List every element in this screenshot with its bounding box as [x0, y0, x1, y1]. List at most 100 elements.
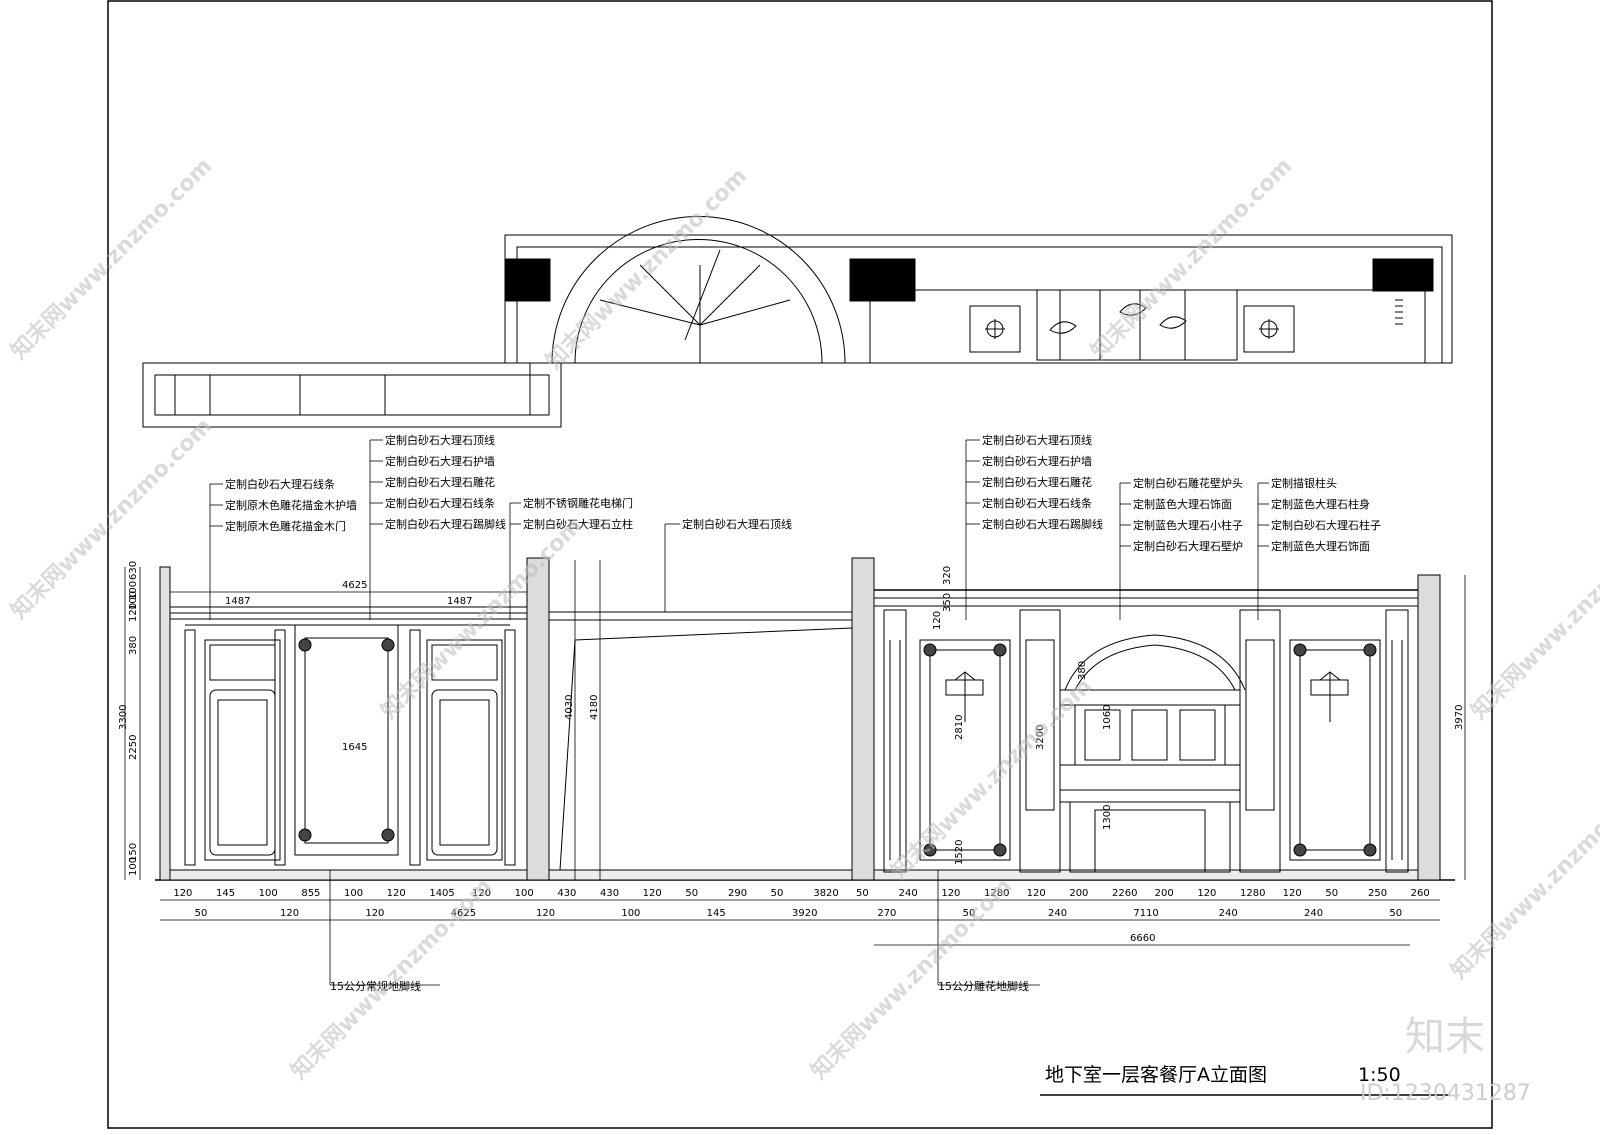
dimension-value: 50: [1389, 908, 1402, 919]
dimension-value: 100: [344, 888, 363, 899]
column-block-3: [1372, 258, 1434, 292]
dimension-value: 4625: [342, 580, 367, 591]
callout-label: 定制描银柱头: [1271, 476, 1337, 490]
watermark-text: 知末网www.znzmo.com: [541, 163, 752, 374]
dimension-value: 50: [685, 888, 698, 899]
callout-label: 定制蓝色大理石饰面: [1271, 539, 1370, 553]
dimension-value-vertical: 3970: [1454, 705, 1465, 730]
dimension-value: 120: [472, 888, 491, 899]
dimension-value: 855: [301, 888, 320, 899]
dimension-value: 240: [899, 888, 918, 899]
dimension-value-vertical: 100: [128, 591, 139, 610]
dimension-value-vertical: 1520: [954, 840, 965, 865]
callout-label: 定制白砂石大理石线条: [982, 496, 1092, 510]
dimension-value: 250: [1368, 888, 1387, 899]
callout-label: 定制白砂石大理石线条: [385, 496, 495, 510]
callout-label: 定制蓝色大理石柱身: [1271, 497, 1370, 511]
callout-label: 定制原木色雕花描金木护墙: [225, 498, 357, 512]
dimension-value-vertical: 380: [128, 636, 139, 655]
dimension-value: 6660: [1130, 933, 1155, 944]
watermark-text: 知末网www.znzmo.com: [6, 413, 217, 624]
callout-label: 定制白砂石大理石顶线: [385, 433, 495, 447]
dimension-value: 1487: [225, 596, 250, 607]
dimension-value: 120: [365, 908, 384, 919]
dimension-value: 3920: [792, 908, 817, 919]
callout-label: 定制白砂石大理石壁炉: [1133, 539, 1243, 553]
callout-label: 定制白砂石大理石雕花: [385, 475, 495, 489]
dimension-lines: [124, 560, 1466, 1096]
dimension-value-vertical: 2250: [128, 735, 139, 760]
callouts: 定制白砂石大理石线条定制原木色雕花描金木护墙定制原木色雕花描金木门定制白砂石大理…: [209, 433, 1381, 993]
plan-view: [142, 216, 1453, 428]
callout-label: 定制白砂石大理石柱子: [1271, 518, 1381, 532]
callout-label: 定制白砂石大理石踢脚线: [982, 517, 1103, 531]
dimension-value-vertical: 150: [128, 843, 139, 862]
wall-section-right: [1417, 574, 1441, 881]
dimension-value-vertical: 4180: [589, 695, 600, 720]
dimension-value: 100: [259, 888, 278, 899]
dimension-value-vertical: 350: [942, 593, 953, 612]
dimension-value: 2260: [1112, 888, 1137, 899]
watermark-text: 知末网www.znzmo.com: [886, 673, 1097, 884]
watermark-id: ID:1230431287: [1360, 1081, 1531, 1106]
dimension-value: 7110: [1133, 908, 1158, 919]
dimension-value: 430: [557, 888, 576, 899]
dimension-value-vertical: 120: [128, 603, 139, 622]
dimension-value: 200: [1069, 888, 1088, 899]
callout-label: 定制白砂石大理石护墙: [385, 454, 495, 468]
column-block-2: [849, 258, 916, 302]
dimension-value-vertical: 320: [942, 566, 953, 585]
callout-label: 定制白砂石大理石雕花: [982, 475, 1092, 489]
callout-label: 定制白砂石大理石顶线: [982, 433, 1092, 447]
dimension-value: 145: [216, 888, 235, 899]
callout-label: 定制白砂石大理石线条: [225, 477, 335, 491]
drawing-scale: 1:50: [1358, 1064, 1401, 1086]
dimension-value: 1280: [984, 888, 1009, 899]
dimension-value: 100: [515, 888, 534, 899]
dimension-value: 50: [856, 888, 869, 899]
dimension-value: 50: [195, 908, 208, 919]
dimension-value: 4625: [451, 908, 476, 919]
dimension-value: 270: [877, 908, 896, 919]
dimension-value: 145: [707, 908, 726, 919]
dimension-value-vertical: 380: [1077, 661, 1088, 680]
drawing-title: 地下室一层客餐厅A立面图: [1045, 1064, 1267, 1086]
dimension-value: 1280: [1240, 888, 1265, 899]
dimension-value: 3820: [813, 888, 838, 899]
watermark-text: 知末网www.znzmo.com: [1086, 153, 1297, 364]
watermark-text: 知末网www.znzmo.com: [806, 873, 1017, 1084]
watermark-text: 知末网www.znzmo.com: [1446, 773, 1600, 984]
dimension-value: 240: [1048, 908, 1067, 919]
dimension-value: 50: [771, 888, 784, 899]
baseboard-note: 15公分雕花地脚线: [938, 979, 1029, 993]
baseboard-note: 15公分常规地脚线: [330, 979, 421, 993]
sheet-border: [107, 0, 1493, 1129]
dimension-value-vertical: 3300: [118, 705, 129, 730]
dimension-value-vertical: 100: [128, 581, 139, 600]
dimension-value: 120: [643, 888, 662, 899]
side-table-left: [969, 305, 1021, 353]
dimension-value: 100: [621, 908, 640, 919]
dimension-value: 120: [1197, 888, 1216, 899]
dimension-value: 120: [941, 888, 960, 899]
callout-label: 定制白砂石大理石护墙: [982, 454, 1092, 468]
dimension-value: 260: [1411, 888, 1430, 899]
dimension-value: 1487: [447, 596, 472, 607]
callout-label: 定制白砂石雕花壁炉头: [1133, 476, 1243, 490]
dimension-value: 120: [173, 888, 192, 899]
fireplace-crown: [1064, 634, 1246, 691]
dimension-value: 120: [387, 888, 406, 899]
sofa-plan: [1036, 289, 1238, 361]
callout-label: 定制白砂石大理石踢脚线: [385, 517, 506, 531]
elevation-main: [155, 557, 1455, 881]
dimension-value: 240: [1219, 908, 1238, 919]
callout-label: 定制蓝色大理石饰面: [1133, 497, 1232, 511]
watermark-text: 知末网www.znzmo.com: [1466, 513, 1600, 724]
dimension-value: 120: [536, 908, 555, 919]
dimension-value: 120: [1027, 888, 1046, 899]
dimension-value-vertical: 100: [128, 857, 139, 876]
callout-label: 定制原木色雕花描金木门: [225, 519, 346, 533]
side-table-right: [1243, 305, 1295, 353]
